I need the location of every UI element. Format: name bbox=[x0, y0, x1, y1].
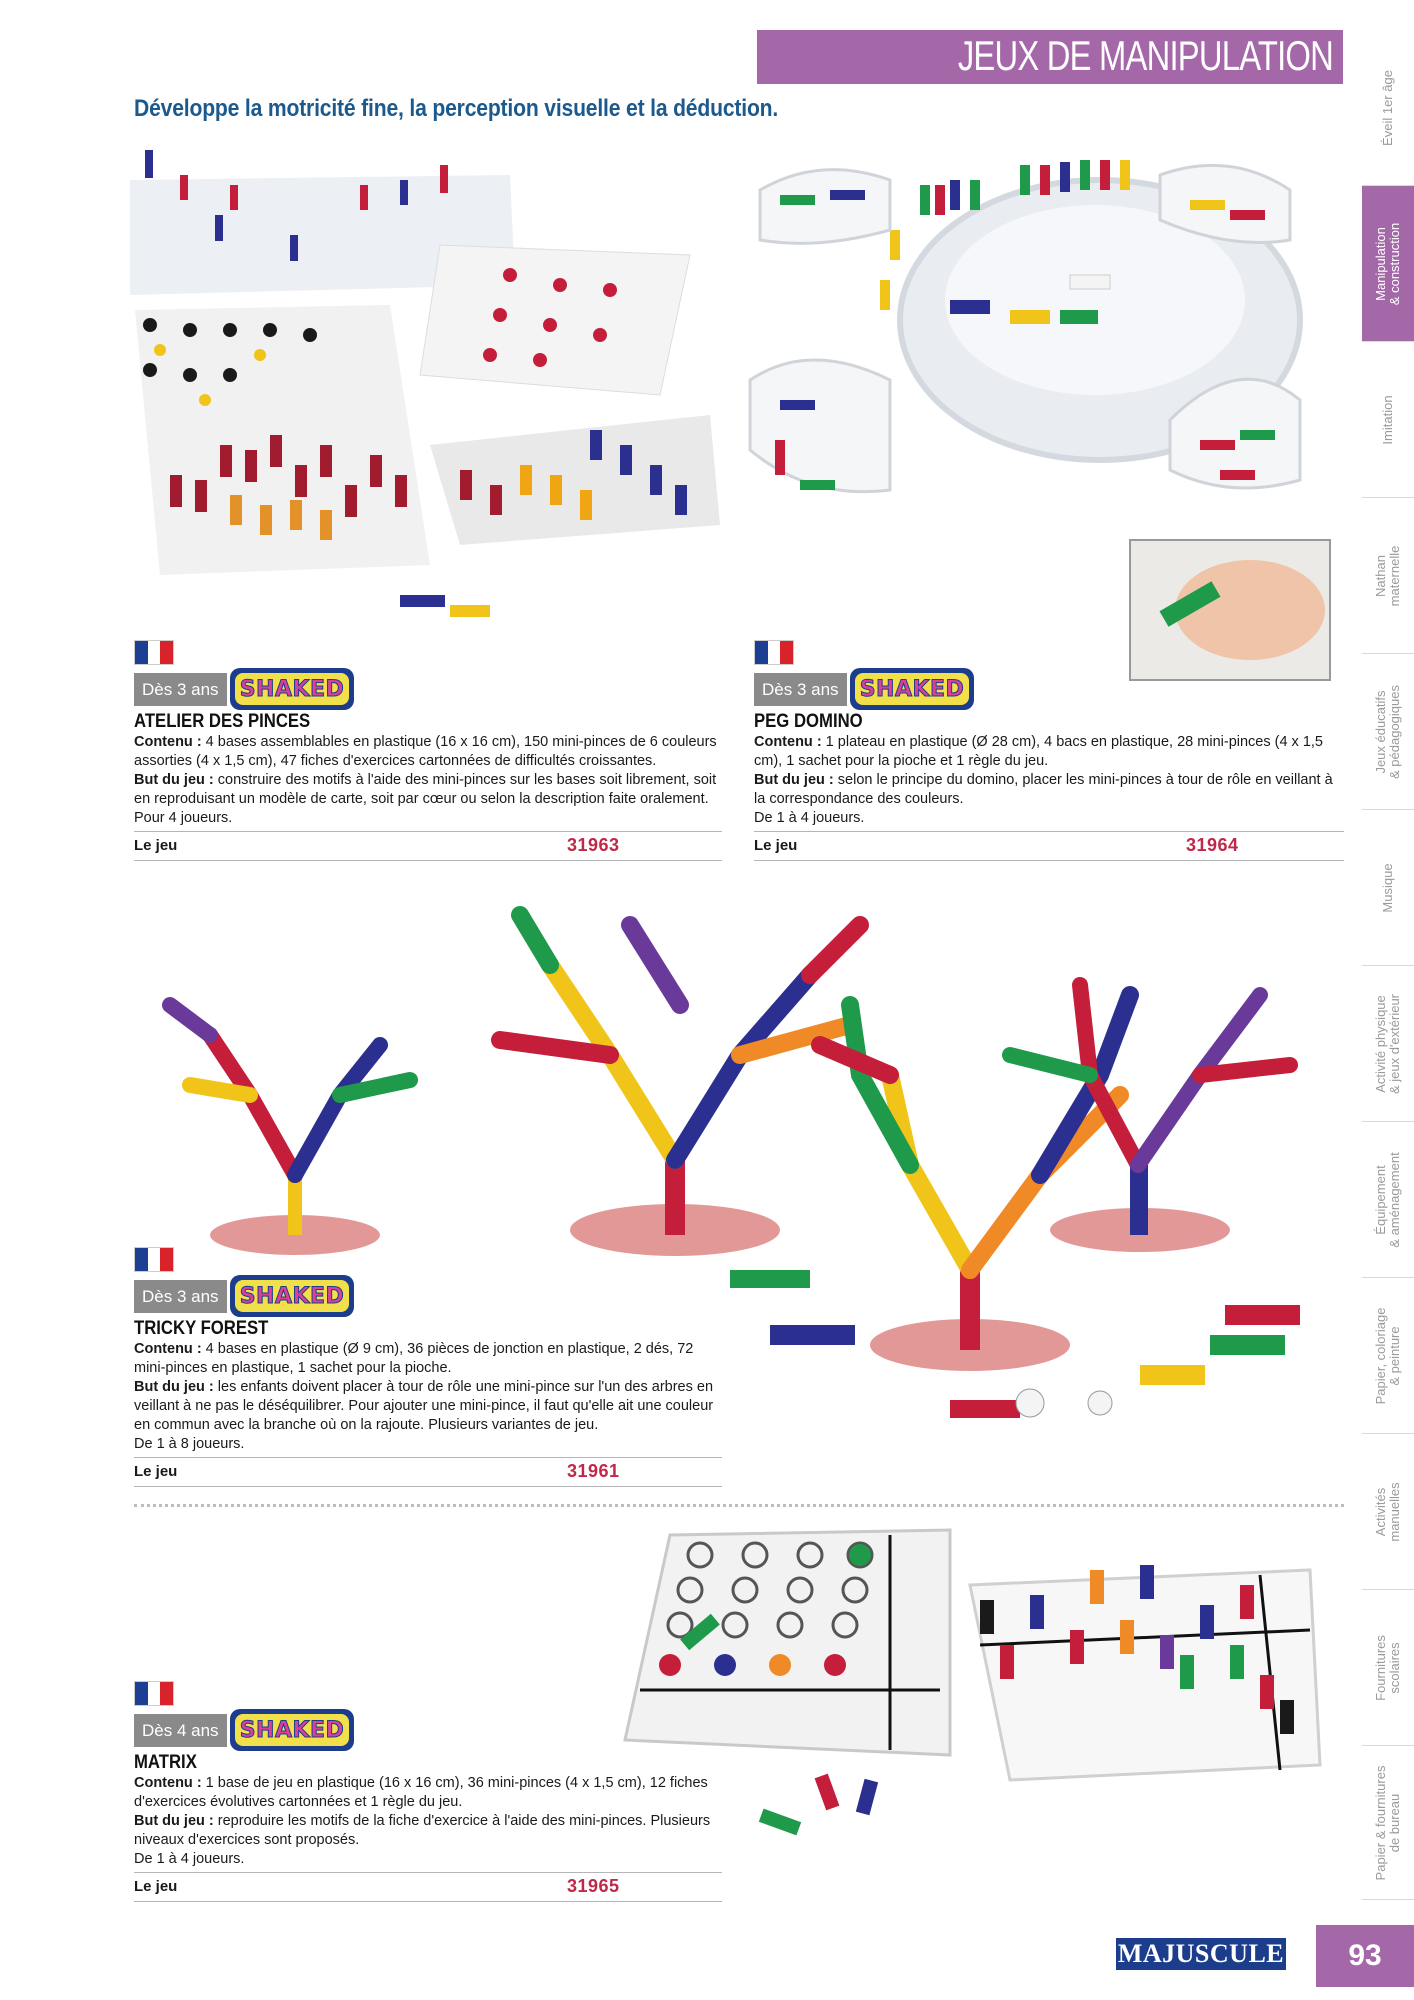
matrix-photo bbox=[623, 1528, 1322, 1836]
side-tab-activite-physique[interactable]: Activité physique & jeux d'extérieur bbox=[1362, 966, 1414, 1122]
product-description: Contenu : 4 bases en plastique (Ø 9 cm),… bbox=[134, 1341, 714, 1452]
peg-domino-photo bbox=[748, 160, 1331, 681]
side-tab-musique[interactable]: Musique bbox=[1362, 810, 1414, 966]
shaked-brand-logo: SHAKED bbox=[850, 668, 974, 710]
price-label: Le jeu bbox=[134, 837, 178, 854]
french-flag-icon bbox=[134, 640, 174, 665]
majuscule-logo: MAJUSCULE bbox=[1116, 1938, 1286, 1970]
product-reference[interactable]: 31964 bbox=[1186, 835, 1239, 855]
tricky-forest-photo bbox=[162, 906, 1300, 1418]
section-title: JEUX DE MANIPULATION bbox=[957, 32, 1334, 79]
side-tab-imitation[interactable]: Imitation bbox=[1362, 342, 1414, 498]
page-number: 93 bbox=[1348, 1939, 1382, 1972]
page-number-box: 93 bbox=[1316, 1925, 1414, 1987]
page-subtitle: Développe la motricité fine, la percepti… bbox=[134, 95, 779, 122]
category-side-tabs: Éveil 1er âge Manipulation & constructio… bbox=[1362, 30, 1414, 1900]
side-tab-activites-manuelles[interactable]: Activités manuelles bbox=[1362, 1434, 1414, 1590]
product-title: ATELIER DES PINCES bbox=[134, 711, 311, 732]
side-tab-papier-coloriage[interactable]: Papier, coloriage & peinture bbox=[1362, 1278, 1414, 1434]
product-description: Contenu : 4 bases assemblables en plasti… bbox=[134, 734, 717, 826]
price-row: Le jeu 31961 bbox=[134, 1457, 722, 1487]
french-flag-icon bbox=[134, 1247, 174, 1272]
french-flag-icon bbox=[754, 640, 794, 665]
product-title: MATRIX bbox=[134, 1752, 197, 1773]
side-tab-fournitures-scolaires[interactable]: Fournitures scolaires bbox=[1362, 1590, 1414, 1746]
price-row: Le jeu 31964 bbox=[754, 831, 1344, 861]
shaked-brand-logo: SHAKED bbox=[230, 1275, 354, 1317]
side-tab-jeux-educatifs[interactable]: Jeux éducatifs & pédagogiques bbox=[1362, 654, 1414, 810]
product-reference[interactable]: 31965 bbox=[567, 1876, 620, 1896]
age-badge: Dès 4 ans bbox=[134, 1714, 227, 1747]
product-title: PEG DOMINO bbox=[754, 711, 863, 732]
age-badge: Dès 3 ans bbox=[134, 673, 227, 706]
product-reference[interactable]: 31961 bbox=[567, 1461, 620, 1481]
price-row: Le jeu 31965 bbox=[134, 1872, 722, 1902]
product-reference[interactable]: 31963 bbox=[567, 835, 620, 855]
side-tab-nathan-maternelle[interactable]: Nathan maternelle bbox=[1362, 498, 1414, 654]
shaked-brand-logo: SHAKED bbox=[230, 668, 354, 710]
product-description: Contenu : 1 plateau en plastique (Ø 28 c… bbox=[754, 734, 1333, 826]
price-label: Le jeu bbox=[134, 1463, 178, 1480]
price-row: Le jeu 31963 bbox=[134, 831, 722, 861]
french-flag-icon bbox=[134, 1681, 174, 1706]
shaked-brand-logo: SHAKED bbox=[230, 1709, 354, 1751]
product-title: TRICKY FOREST bbox=[134, 1318, 269, 1339]
side-tab-eveil[interactable]: Éveil 1er âge bbox=[1362, 30, 1414, 186]
age-badge: Dès 3 ans bbox=[754, 673, 847, 706]
side-tab-equipement[interactable]: Équipement & aménagement bbox=[1362, 1122, 1414, 1278]
price-label: Le jeu bbox=[754, 837, 798, 854]
age-badge: Dès 3 ans bbox=[134, 1280, 227, 1313]
side-tab-manipulation[interactable]: Manipulation & construction bbox=[1362, 186, 1414, 342]
side-tab-papier-bureau[interactable]: Papier & fournitures de bureau bbox=[1362, 1746, 1414, 1900]
atelier-des-pinces-photo bbox=[130, 150, 720, 617]
product-description: Contenu : 1 base de jeu en plastique (16… bbox=[134, 1775, 711, 1867]
section-header-band: JEUX DE MANIPULATION bbox=[757, 30, 1343, 84]
section-divider bbox=[134, 1504, 1344, 1507]
price-label: Le jeu bbox=[134, 1878, 178, 1895]
